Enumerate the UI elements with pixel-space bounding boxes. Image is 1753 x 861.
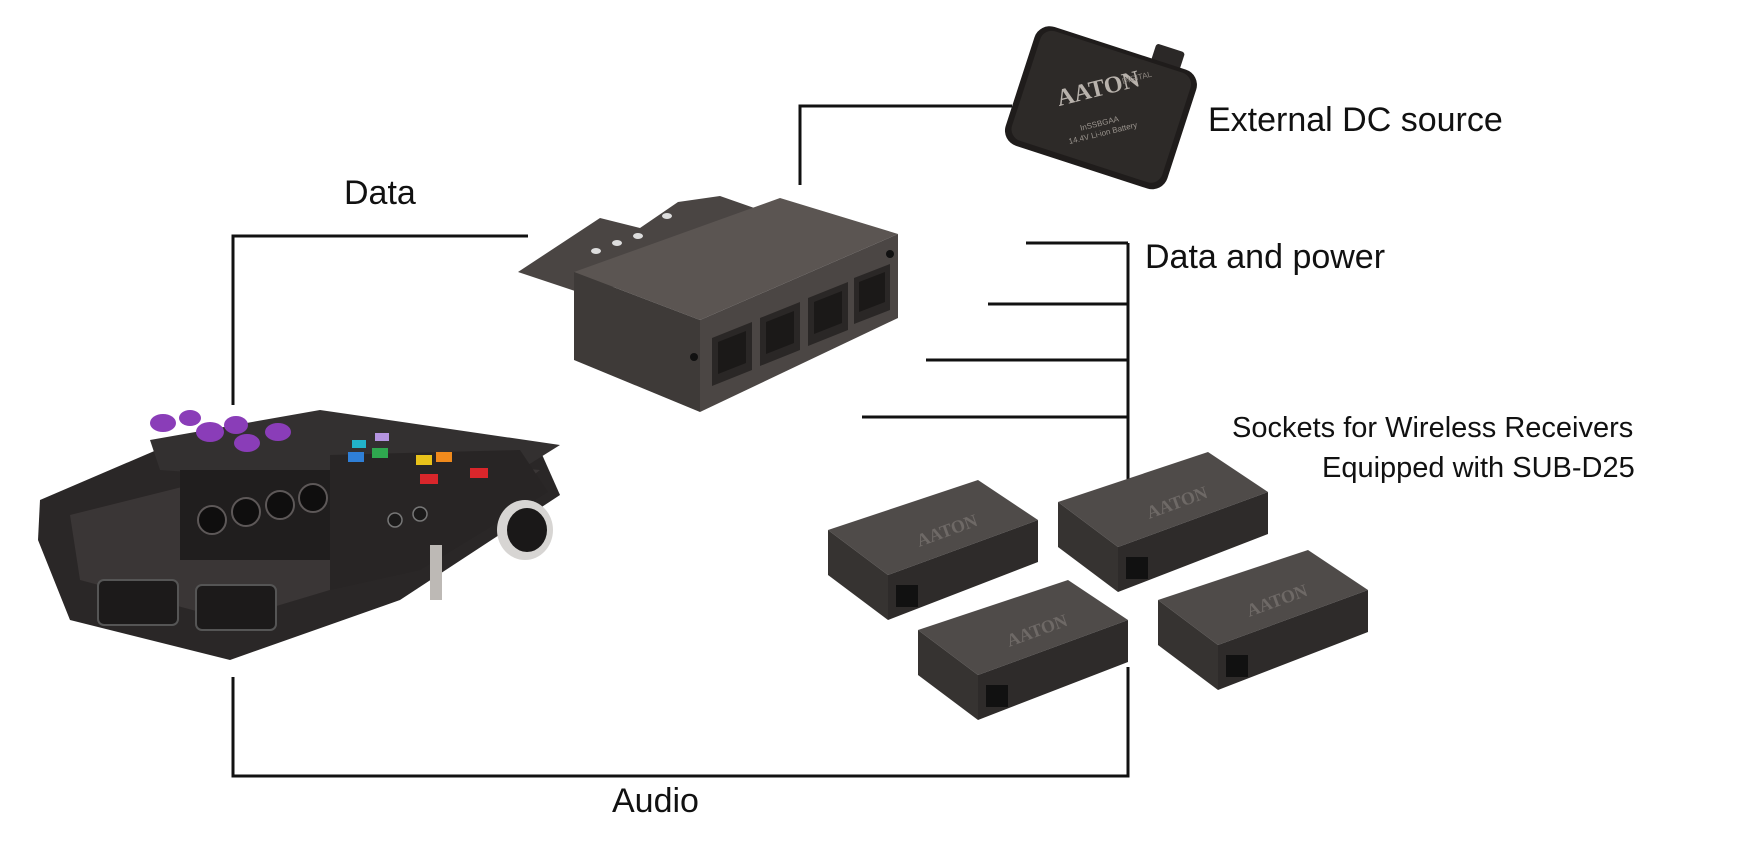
data-label: Data <box>344 174 416 212</box>
audio-recorder <box>38 410 560 660</box>
rj45-port-4 <box>854 264 890 324</box>
knob-5 <box>234 434 260 452</box>
data-connection-line <box>231 234 528 405</box>
battery-pack: AATON DIGITAL InSSBGAA 14.4V Li-ion Batt… <box>1004 26 1197 190</box>
external-dc-source-label: External DC source <box>1208 101 1503 139</box>
knob-4 <box>224 416 248 434</box>
receiver-socket-1: AATON <box>828 480 1038 620</box>
receiver-socket-4: AATON <box>1158 550 1368 690</box>
xlr-connector-1 <box>197 505 227 535</box>
rj45-port-1 <box>712 322 752 386</box>
knob-3 <box>196 422 224 442</box>
rj45-port-2 <box>760 302 800 366</box>
connection-lines <box>231 104 1130 778</box>
fader-caps <box>348 433 488 484</box>
xlr-connector-3 <box>265 490 295 520</box>
purple-knobs <box>150 410 291 452</box>
sockets-label-line1: Sockets for Wireless Receivers <box>1232 412 1634 444</box>
knob-2 <box>179 410 201 426</box>
receiver-socket-3: AATON <box>918 580 1128 720</box>
sockets-label-line2: Equipped with SUB-D25 <box>1322 452 1635 484</box>
xlr-connector-2 <box>231 497 261 527</box>
rj45-hub <box>518 196 898 412</box>
audio-connection-line <box>231 667 1130 778</box>
data-and-power-label: Data and power <box>1145 238 1386 276</box>
knob-1 <box>150 414 176 432</box>
dc-connection-line <box>798 104 1012 185</box>
xlr-connector-4 <box>298 483 328 513</box>
knob-6 <box>265 423 291 441</box>
rj45-port-3 <box>808 282 848 346</box>
audio-label: Audio <box>612 782 699 820</box>
receiver-socket-2: AATON <box>1058 452 1268 592</box>
